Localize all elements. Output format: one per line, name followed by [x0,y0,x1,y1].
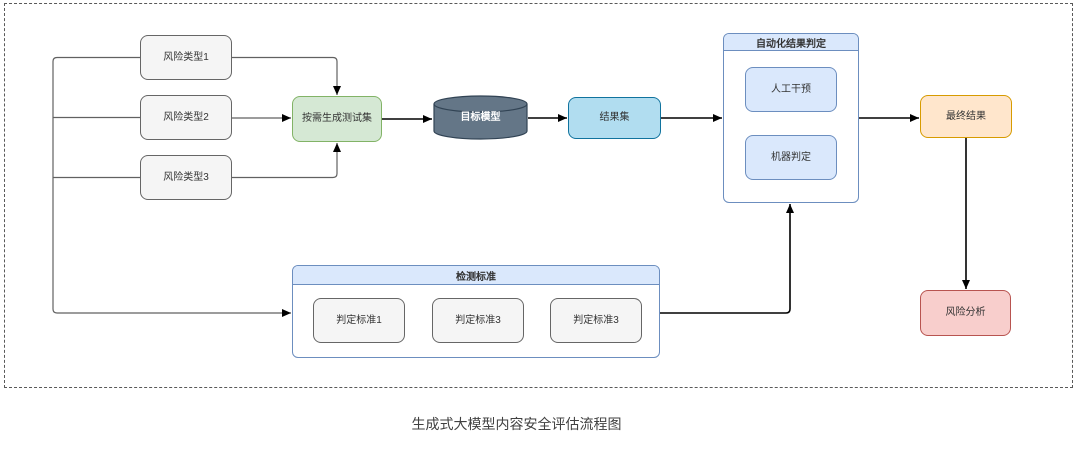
node-testset-generator: 按需生成测试集 [292,96,382,142]
node-result-set: 结果集 [568,97,661,139]
node-target-model: 目标模型 [433,95,528,140]
diagram-dashed-frame [4,3,1073,388]
node-risk-analysis: 风险分析 [920,290,1011,336]
node-label: 最终结果 [946,110,986,122]
node-risk-type-2: 风险类型2 [140,95,232,140]
node-label: 机器判定 [771,151,811,163]
node-machine-judgement: 机器判定 [745,135,837,180]
node-label: 风险类型3 [163,171,209,183]
node-label: 结果集 [599,112,630,123]
node-label: 目标模型 [460,112,501,123]
node-label: 判定标准3 [455,314,501,326]
node-label: 判定标准3 [573,314,619,326]
node-manual-intervention: 人工干预 [745,67,837,112]
node-final-result: 最终结果 [920,95,1012,138]
node-standard-3: 判定标准3 [550,298,642,343]
node-risk-type-1: 风险类型1 [140,35,232,80]
node-standard-2: 判定标准3 [432,298,524,343]
container-title: 检测标准 [293,266,659,285]
node-risk-type-3: 风险类型3 [140,155,232,200]
node-label: 风险类型2 [163,111,209,123]
node-label: 人工干预 [771,83,811,95]
cylinder-shape [433,95,528,140]
node-label: 按需生成测试集 [302,113,372,124]
node-label: 风险类型1 [163,51,209,63]
node-label: 判定标准1 [336,314,382,326]
container-title: 自动化结果判定 [724,34,858,51]
diagram-caption: 生成式大模型内容安全评估流程图 [411,416,622,432]
node-label: 风险分析 [945,307,986,318]
node-standard-1: 判定标准1 [313,298,405,343]
